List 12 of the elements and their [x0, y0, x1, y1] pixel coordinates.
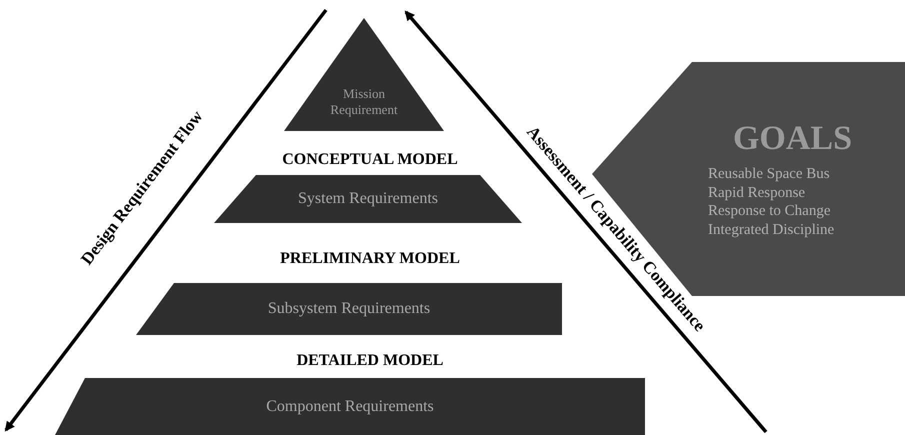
shape-text: Rapid Response: [707, 184, 806, 202]
shape-text: Subsystem Requirements: [268, 299, 430, 319]
shape-text: Integrated Discipline: [707, 221, 834, 240]
heading: GOALS: [732, 119, 852, 160]
level-label: CONCEPTUAL MODEL: [281, 150, 459, 170]
shape-text: Mission Requirement: [329, 86, 399, 118]
shape-text: Component Requirements: [266, 396, 434, 416]
shape-text: Response to Change: [707, 202, 830, 221]
shape-text: Reusable Space Bus: [707, 164, 830, 184]
level-label: DETAILED MODEL: [296, 351, 444, 371]
shape-text: System Requirements: [298, 189, 438, 209]
level-label: PRELIMINARY MODEL: [279, 249, 461, 269]
